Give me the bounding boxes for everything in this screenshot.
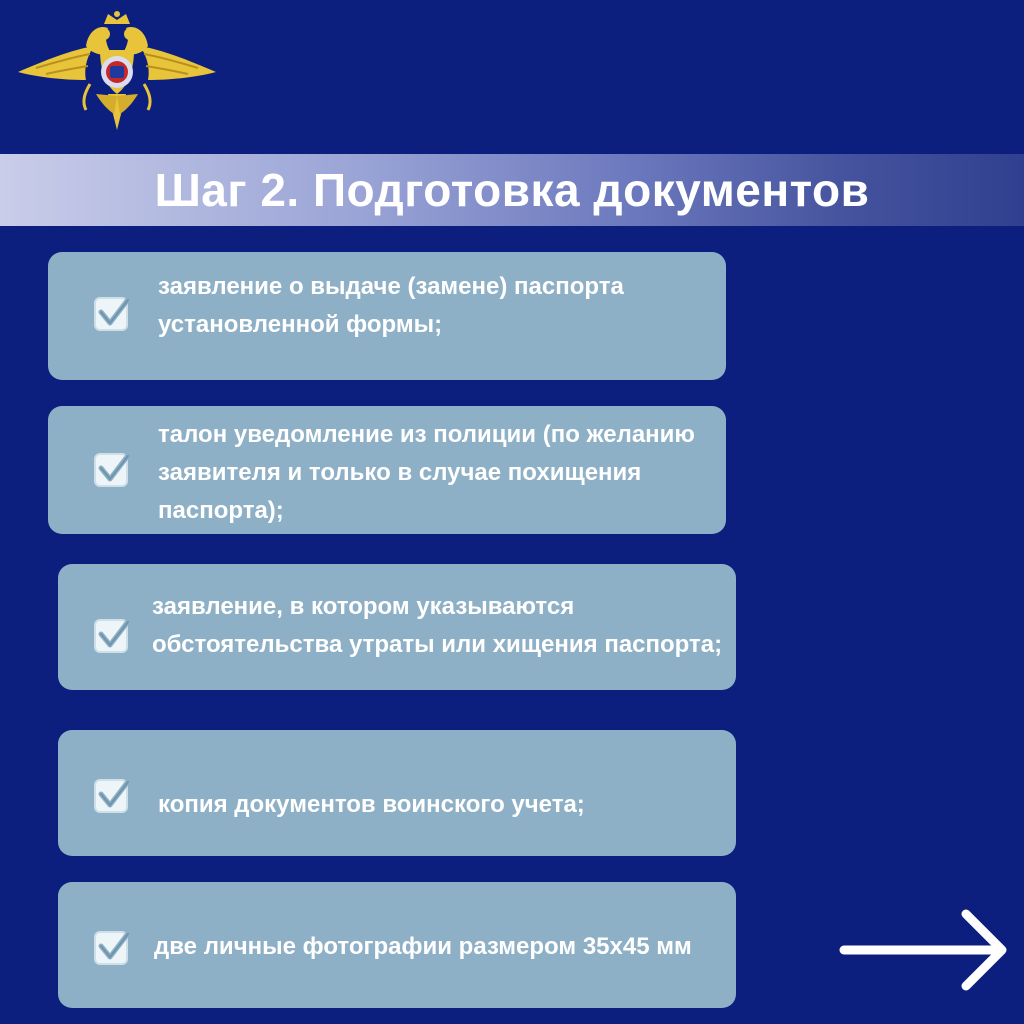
document-item: талон уведомление из полиции (по желанию… — [48, 406, 726, 534]
checkbox-checked-icon — [94, 924, 136, 965]
document-text: заявление о выдаче (замене) паспорта уст… — [158, 273, 624, 338]
checkbox-checked-icon — [94, 290, 136, 331]
document-item: заявление о выдаче (замене) паспорта уст… — [48, 252, 726, 380]
document-text: талон уведомление из полиции (по желанию… — [158, 421, 695, 524]
checkbox-checked-icon — [94, 446, 136, 487]
arrow-right-icon[interactable] — [836, 906, 1012, 994]
document-text: копия документов воинского учета; — [158, 791, 585, 818]
document-text: две личные фотографии размером 35x45 мм — [154, 933, 692, 960]
checkbox-checked-icon — [94, 612, 136, 653]
document-item: копия документов воинского учета; — [58, 730, 736, 856]
document-item: две личные фотографии размером 35x45 мм — [58, 882, 736, 1008]
checkbox-checked-icon — [94, 772, 136, 813]
title-banner: Шаг 2. Подготовка документов — [0, 154, 1024, 226]
document-text: заявление, в котором указываются обстоят… — [152, 593, 723, 658]
eagle-emblem-icon — [18, 11, 216, 130]
document-item: заявление, в котором указываются обстоят… — [58, 564, 736, 690]
page-title: Шаг 2. Подготовка документов — [154, 164, 870, 216]
